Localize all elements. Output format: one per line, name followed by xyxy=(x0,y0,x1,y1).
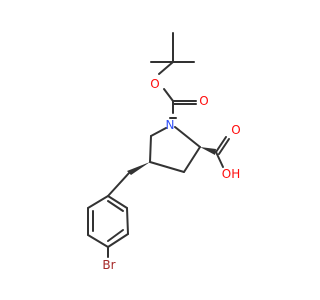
bond xyxy=(163,88,174,102)
bond xyxy=(174,126,201,148)
bond xyxy=(107,233,129,248)
bond xyxy=(158,61,174,75)
aromatic-inner-bond xyxy=(107,200,124,212)
aromatic-inner-bond xyxy=(107,229,124,242)
bond xyxy=(149,161,185,173)
bond xyxy=(215,136,227,153)
boc-carbamate-group xyxy=(163,88,197,119)
atom-label-n: N xyxy=(166,118,175,132)
atom-label-o-ester: O xyxy=(150,77,159,91)
atom-labels: O O N O OH Br xyxy=(102,77,240,272)
molecule-canvas: O O N O OH Br xyxy=(87,32,241,272)
atom-label-br: Br xyxy=(102,258,115,272)
stereo-wedge xyxy=(200,147,216,155)
bond xyxy=(215,151,224,168)
atom-label-oh: OH xyxy=(222,167,240,181)
pyrrolidine-ring xyxy=(149,126,201,173)
structure-diagram: O O N O OH Br xyxy=(87,32,241,272)
bond xyxy=(183,146,201,173)
benzene-ring xyxy=(87,195,129,258)
carboxylic-acid-group xyxy=(200,136,230,168)
double-bond xyxy=(218,138,230,155)
bond xyxy=(126,207,129,235)
bond xyxy=(87,195,109,209)
bond xyxy=(150,127,167,137)
tert-butyl-group xyxy=(150,32,195,75)
atom-label-o-carbonyl: O xyxy=(199,94,208,108)
bond xyxy=(149,135,152,163)
atom-label-o-acid: O xyxy=(231,123,240,137)
benzyl-linker xyxy=(107,162,150,197)
bond xyxy=(107,172,130,197)
bond xyxy=(107,195,128,209)
stereo-wedge xyxy=(127,162,150,175)
bond xyxy=(87,234,109,248)
